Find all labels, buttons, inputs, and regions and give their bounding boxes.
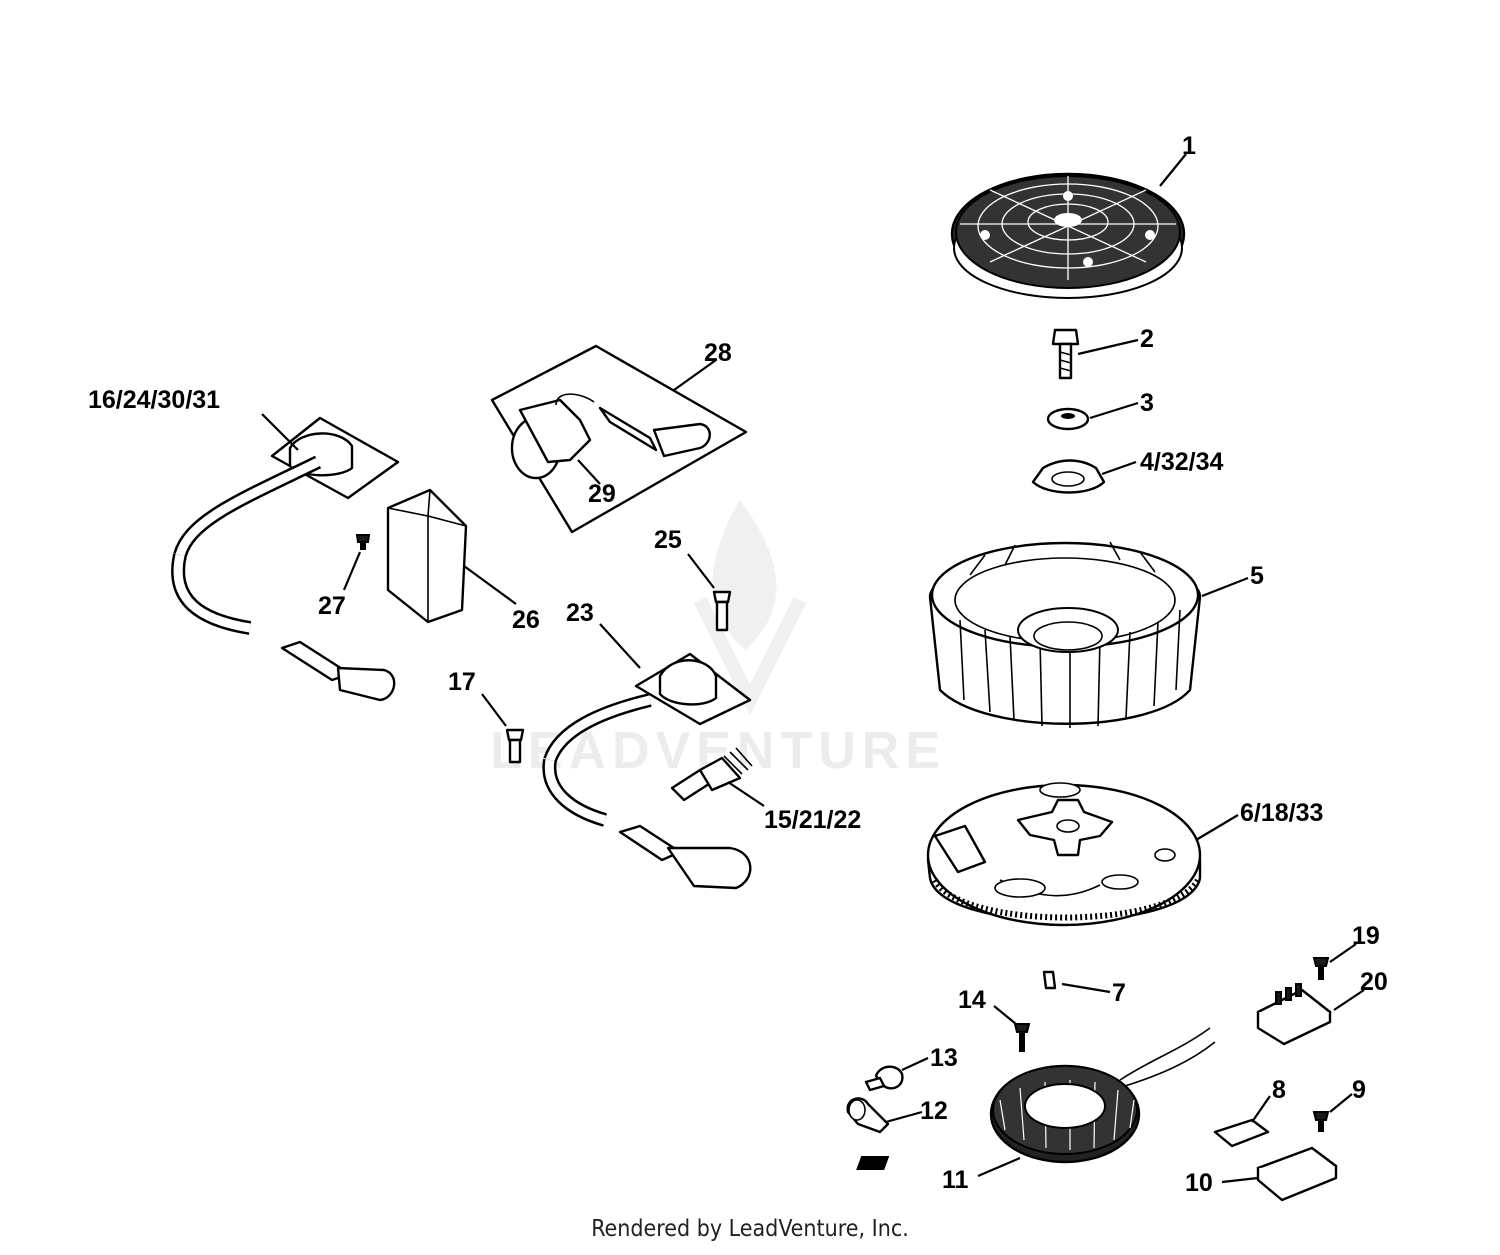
callout-4-32-34: 4/32/34 — [1140, 448, 1224, 476]
callout-1: 1 — [1182, 132, 1196, 160]
callout-26: 26 — [512, 606, 540, 634]
part-fan-drive[interactable] — [1031, 459, 1106, 494]
callout-27: 27 — [318, 592, 346, 620]
part-spark-plug[interactable] — [670, 747, 753, 802]
part-screw-9[interactable] — [1312, 1111, 1330, 1132]
part-screw-19[interactable] — [1312, 957, 1330, 980]
callout-23: 23 — [566, 599, 594, 627]
part-pad[interactable] — [1213, 1118, 1270, 1148]
part-key[interactable] — [1042, 970, 1057, 990]
callout-9: 9 — [1352, 1076, 1366, 1104]
callout-20: 20 — [1360, 968, 1388, 996]
callout-28: 28 — [704, 339, 732, 367]
callout-13: 13 — [930, 1044, 958, 1072]
callout-8: 8 — [1272, 1076, 1286, 1104]
part-screw-14[interactable] — [1013, 1023, 1031, 1052]
part-flywheel[interactable] — [926, 782, 1202, 927]
part-screw-25[interactable] — [712, 590, 732, 632]
part-washer[interactable] — [1046, 407, 1090, 431]
callout-3: 3 — [1140, 389, 1154, 417]
part-regulator[interactable] — [1256, 983, 1332, 1046]
callout-12: 12 — [920, 1097, 948, 1125]
part-screw-17[interactable] — [505, 728, 525, 764]
part-screw-27[interactable] — [355, 534, 371, 550]
part-bolt[interactable] — [1051, 328, 1080, 380]
callout-5: 5 — [1250, 562, 1264, 590]
part-coil-kit[interactable] — [490, 344, 748, 534]
callout-2: 2 — [1140, 325, 1154, 353]
part-ignition-module-23[interactable] — [542, 652, 752, 890]
callout-19: 19 — [1352, 922, 1380, 950]
callout-10: 10 — [1185, 1169, 1213, 1197]
leader-lines — [261, 153, 1365, 1184]
callout-6-18-33: 6/18/33 — [1240, 799, 1323, 827]
part-ignition-module-16[interactable] — [171, 416, 400, 702]
part-fan-screen[interactable] — [950, 172, 1186, 299]
callout-11: 11 — [942, 1166, 969, 1194]
part-rectifier[interactable] — [856, 1146, 1338, 1202]
callout-7: 7 — [1112, 979, 1126, 1007]
part-clamp-12[interactable] — [846, 1097, 890, 1134]
part-stator[interactable] — [989, 1027, 1216, 1164]
callout-labels: 1 2 3 4/32/34 5 6/18/33 7 8 9 10 11 12 1… — [88, 132, 1388, 1197]
callout-17: 17 — [448, 668, 476, 696]
footer-credit: Rendered by LeadVenture, Inc. — [591, 1216, 909, 1242]
part-module-cover[interactable] — [386, 488, 468, 624]
callout-16-24-30-31: 16/24/30/31 — [88, 386, 220, 414]
callout-15-21-22: 15/21/22 — [764, 806, 861, 834]
part-clamp-13[interactable] — [864, 1065, 904, 1092]
callout-25: 25 — [654, 526, 682, 554]
part-flywheel-fan[interactable] — [928, 541, 1202, 728]
callout-29: 29 — [588, 480, 616, 508]
callout-14: 14 — [958, 986, 986, 1014]
